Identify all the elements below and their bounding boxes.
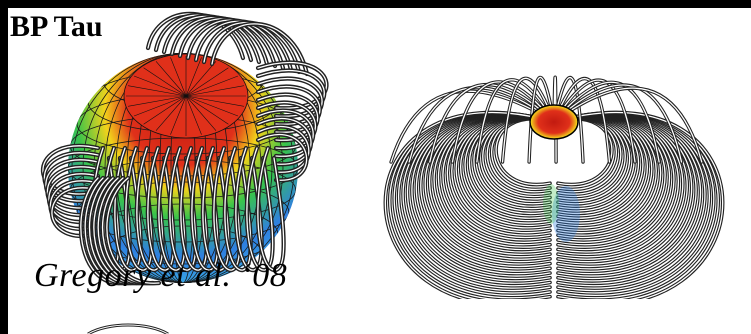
right-star-field-view [376,14,751,299]
figure-title: BP Tau [8,10,106,46]
cropped-loop-fragment [78,320,178,334]
citation-label: Gregory et al. ‘08 [34,256,287,296]
figure-canvas: BP Tau Gregory et al. ‘08 [8,8,751,334]
left-star-field-view [8,8,368,298]
